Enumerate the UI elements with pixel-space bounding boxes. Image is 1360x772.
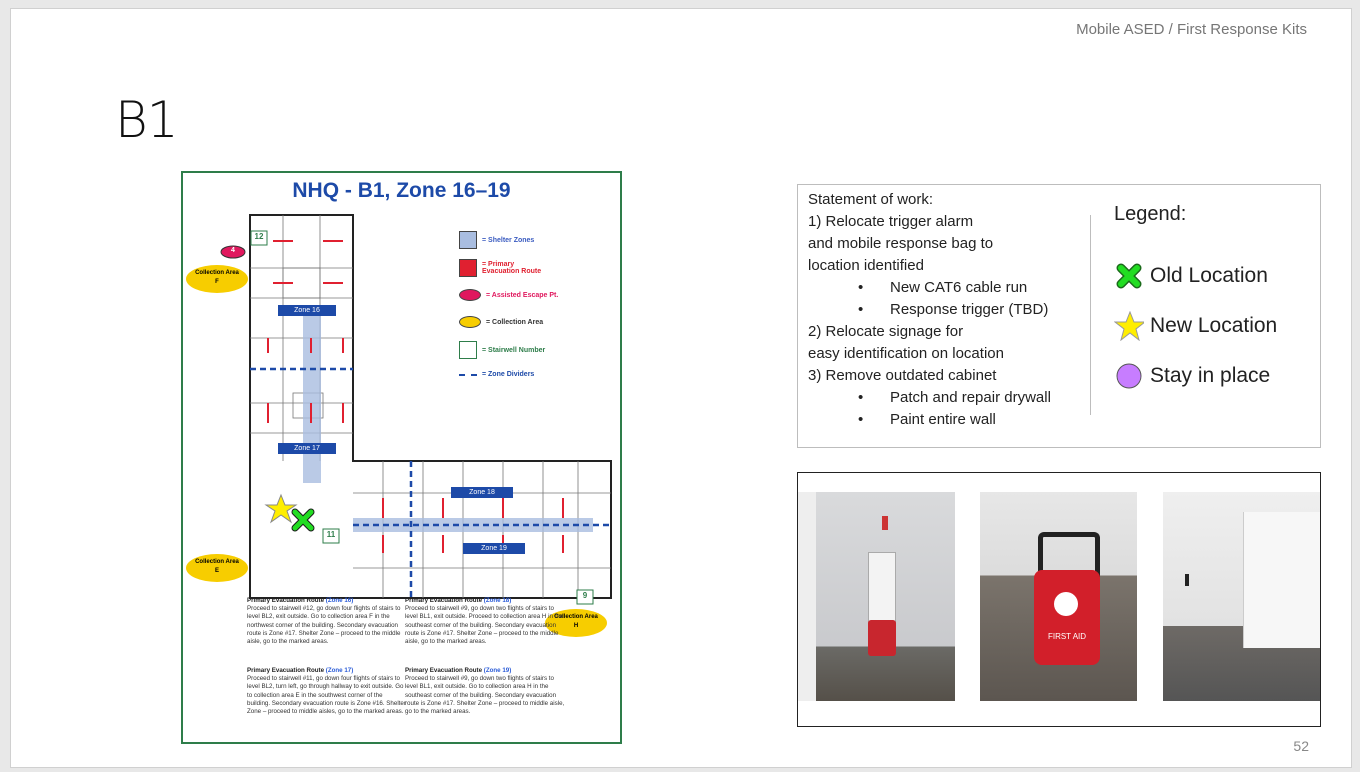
sow-line: and mobile response bag to: [808, 235, 994, 252]
legend-stay-in-place: Stay in place: [1114, 346, 1277, 406]
route-zone-17: Primary Evacuation Route (Zone 17)Procee…: [247, 667, 406, 716]
floor-plan-drawing: [220, 214, 612, 605]
photo-empty-wall: [1163, 492, 1320, 701]
legend-new-location: New Location: [1114, 296, 1277, 356]
divider: [1090, 215, 1091, 415]
green-x-icon: [1114, 263, 1144, 289]
yellow-star-icon: [1114, 311, 1144, 341]
sow-bullet: Paint entire wall: [808, 409, 1051, 431]
escape-point-4: 4: [231, 247, 235, 254]
sow-bullet: Response trigger (TBD): [808, 299, 1051, 321]
stairwell-11: 11: [326, 530, 336, 539]
sow-line: 2) Relocate signage for: [808, 323, 964, 340]
photo-current-location: [798, 492, 955, 701]
plan-legend-divider: = Zone Dividers: [459, 371, 534, 378]
floor-plan-image: NHQ - B1, Zone 16–19: [181, 171, 622, 744]
legend: Legend: Old Location New Location Stay i…: [1114, 203, 1277, 406]
zone-labels: [278, 305, 525, 554]
photo-strip: FIRST AID: [797, 472, 1321, 727]
sow-line: Statement of work:: [808, 191, 934, 208]
plan-legend-route: = Primary Evacuation Route: [459, 259, 552, 277]
stairwell-9: 9: [582, 591, 588, 600]
photo-response-bag: FIRST AID: [980, 492, 1137, 701]
zone-16-label: Zone 16: [294, 307, 320, 314]
sow-bullet: New CAT6 cable run: [808, 277, 1051, 299]
page-number: 52: [1293, 738, 1309, 754]
zone-18-label: Zone 18: [469, 489, 495, 496]
legend-old-location: Old Location: [1114, 246, 1277, 306]
plan-legend-escape: = Assisted Escape Pt.: [459, 289, 558, 301]
first-aid-label: FIRST AID: [1047, 632, 1087, 641]
plan-legend-shelter: = Shelter Zones: [459, 231, 534, 249]
slide-header: Mobile ASED / First Response Kits: [1076, 21, 1307, 38]
plan-legend-stairwell: = Stairwell Number: [459, 341, 545, 359]
sow-bullet: Patch and repair drywall: [808, 387, 1051, 409]
slide: Mobile ASED / First Response Kits B1 NHQ…: [10, 8, 1352, 768]
sow-line: 1) Relocate trigger alarm: [808, 213, 974, 230]
legend-title: Legend:: [1114, 203, 1187, 225]
sow-line: easy identification on location: [808, 345, 1004, 362]
purple-circle-icon: [1114, 362, 1144, 390]
statement-of-work-text: Statement of work: 1) Relocate trigger a…: [808, 189, 1051, 431]
slide-title: B1: [115, 91, 179, 149]
plan-legend-collection: = Collection Area: [459, 316, 543, 328]
new-location-star-icon: [264, 493, 298, 524]
statement-of-work-box: Statement of work: 1) Relocate trigger a…: [797, 184, 1321, 448]
route-zone-16: Primary Evacuation Route (Zone 16)Procee…: [247, 597, 401, 646]
route-zone-18: Primary Evacuation Route (Zone 18)Procee…: [405, 597, 564, 646]
route-zone-19: Primary Evacuation Route (Zone 19)Procee…: [405, 667, 565, 716]
sow-line: 3) Remove outdated cabinet: [808, 367, 997, 384]
stairwell-12: 12: [254, 232, 264, 241]
zone-17-label: Zone 17: [294, 445, 320, 452]
zone-19-label: Zone 19: [481, 545, 507, 552]
floor-plan-title: NHQ - B1, Zone 16–19: [292, 179, 511, 202]
sow-line: location identified: [808, 257, 924, 274]
